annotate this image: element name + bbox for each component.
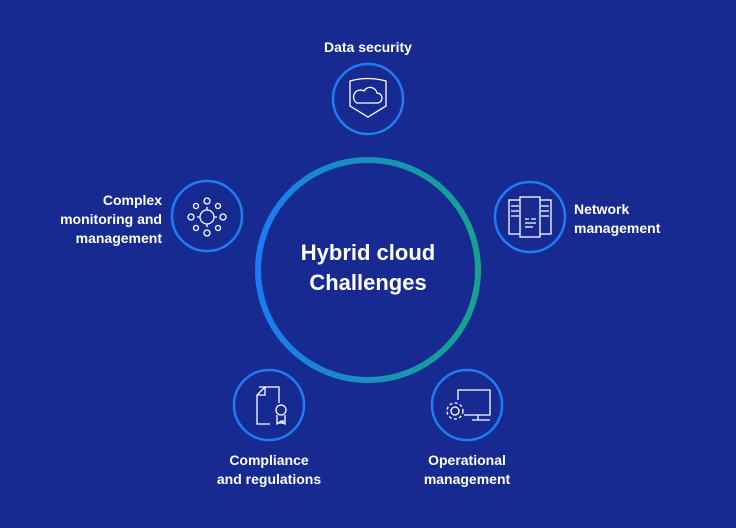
label-line: monitoring and [60, 211, 162, 227]
node-complex-monitoring [170, 179, 244, 253]
center-ring [255, 157, 481, 383]
label-line: and regulations [216, 471, 322, 487]
label-line: Network [574, 201, 630, 217]
node-data-security [331, 62, 405, 136]
label-line: Complex [102, 192, 162, 208]
node-network-management [493, 180, 567, 254]
center-title: Hybrid cloud Challenges [268, 238, 468, 298]
center-title-line1: Hybrid cloud [300, 240, 436, 265]
label-line: management [423, 471, 511, 487]
node-compliance [232, 368, 306, 442]
label-line: Operational [428, 452, 506, 468]
gear-monitor-icon [446, 389, 491, 421]
label-line: management [75, 230, 162, 246]
server-rack-icon [508, 196, 552, 238]
sun-network-icon [187, 197, 227, 237]
label-line: Compliance [229, 452, 309, 468]
label-operational: Operational management [392, 451, 542, 489]
center-title-line2: Challenges [309, 270, 427, 295]
label-compliance: Compliance and regulations [194, 451, 344, 489]
certificate-document-icon [256, 386, 287, 426]
label-data-security: Data security [324, 39, 412, 55]
label-line: management [574, 220, 661, 236]
label-complex-monitoring: Complex monitoring and management [40, 191, 162, 248]
shield-cloud-icon [349, 77, 387, 118]
label-network-management: Network management [574, 200, 660, 238]
node-operational [430, 368, 504, 442]
